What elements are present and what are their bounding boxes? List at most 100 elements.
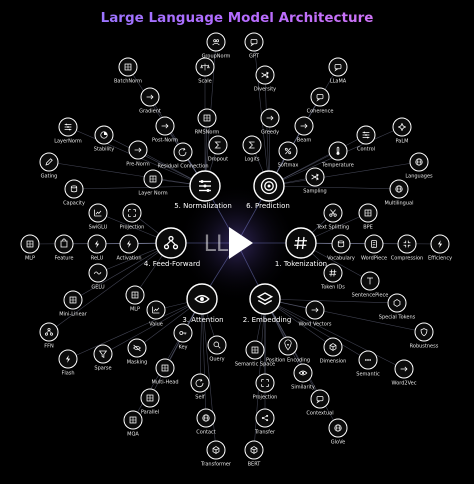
node-gradient[interactable]: Gradient xyxy=(139,87,161,115)
hub-prediction[interactable]: 6. Prediction xyxy=(246,170,290,210)
node-label: WordPiece xyxy=(361,256,387,262)
node-query[interactable]: Query xyxy=(207,335,227,363)
node-value[interactable]: Value xyxy=(146,300,166,328)
node-label: Position Encoding xyxy=(266,358,310,364)
node-stability[interactable]: Stability xyxy=(94,125,115,153)
node-feature[interactable]: Feature xyxy=(54,234,74,262)
node-circle xyxy=(328,57,348,77)
node-parallel[interactable]: Parallel xyxy=(140,388,160,416)
node-bert[interactable]: BERT xyxy=(244,440,264,468)
node-vocabulary[interactable]: Vocabulary xyxy=(327,234,355,262)
node-label: Contact xyxy=(196,430,215,436)
node-flash[interactable]: Flash xyxy=(58,349,78,377)
node-layernorm[interactable]: LayerNorm xyxy=(54,117,82,145)
node-bpe[interactable]: BPE xyxy=(358,203,378,231)
node-transfer[interactable]: Transfer xyxy=(254,408,276,436)
node-multi-head[interactable]: Multi-Head xyxy=(151,358,179,386)
node-word-vectors[interactable]: Word Vectors xyxy=(299,300,332,328)
node-label: Word2Vec xyxy=(392,381,417,387)
node-label: Multilingual xyxy=(385,201,414,207)
node-relu[interactable]: ReLU xyxy=(87,234,107,262)
node-circle xyxy=(207,335,227,355)
node-diversity[interactable]: Diversity xyxy=(254,65,276,93)
node-softmax[interactable]: Softmax xyxy=(278,141,299,169)
node-key[interactable]: Key xyxy=(173,323,193,351)
node-logits[interactable]: Logits xyxy=(242,135,262,163)
bolt-icon xyxy=(126,240,132,248)
node-beam[interactable]: Beam xyxy=(294,116,314,144)
node-text-splitting[interactable]: Text Splitting xyxy=(316,203,349,231)
node-contact[interactable]: Contact xyxy=(196,408,216,436)
node-label: Greedy xyxy=(261,130,279,136)
node-special-tokens[interactable]: Special Tokens xyxy=(379,293,416,321)
node-residual-connection[interactable]: Residual Connection xyxy=(158,142,209,170)
hub-attention[interactable]: 3. Attention xyxy=(182,283,224,324)
node-position-encoding[interactable]: Position Encoding xyxy=(266,336,310,364)
node-coherence[interactable]: Coherence xyxy=(307,87,334,115)
hub-label: 2. Embedding xyxy=(243,316,292,324)
node-robustness[interactable]: Robustness xyxy=(410,322,439,350)
node-rmsnorm[interactable]: RMSNorm xyxy=(195,108,220,136)
node-temperature[interactable]: Temperature xyxy=(321,141,354,169)
hub-tokenization[interactable]: 1. Tokenization xyxy=(275,227,327,268)
node-label: ReLU xyxy=(91,256,104,262)
eye-icon xyxy=(194,294,210,304)
node-sentencepiece[interactable]: SentencePiece xyxy=(352,271,389,299)
node-palm[interactable]: PaLM xyxy=(392,117,412,145)
node-projection[interactable]: Projection xyxy=(253,373,278,401)
node-label: Pre-Norm xyxy=(126,162,150,168)
node-mqa[interactable]: MQA xyxy=(123,410,143,438)
node-masking[interactable]: Masking xyxy=(127,338,148,366)
node-capacity[interactable]: Capacity xyxy=(63,179,85,207)
hub-embedding[interactable]: 2. Embedding xyxy=(243,283,292,324)
node-token-ids[interactable]: Token IDs xyxy=(320,263,345,291)
node-layer-norm[interactable]: Layer Norm xyxy=(138,169,168,197)
node-groupnorm[interactable]: GroupNorm xyxy=(202,32,231,60)
diagram-title: Large Language Model Architecture xyxy=(0,10,474,26)
node-mlp[interactable]: MLP xyxy=(125,285,145,313)
node-label: Coherence xyxy=(307,109,334,115)
node-ffn[interactable]: FFN xyxy=(39,322,59,350)
node-connector xyxy=(268,185,400,190)
node-mini-linear[interactable]: Mini-Linear xyxy=(59,290,88,318)
node-label: Sampling xyxy=(303,189,326,195)
node-mlp[interactable]: MLP xyxy=(20,234,40,262)
node-control[interactable]: Control xyxy=(356,125,376,153)
hub-feed-forward[interactable]: 4. Feed-Forward xyxy=(144,227,200,268)
node-wordpiece[interactable]: WordPiece xyxy=(361,234,387,262)
node-similarity[interactable]: Similarity xyxy=(291,363,315,391)
chat-icon xyxy=(316,94,324,102)
node-semantic-space[interactable]: Semantic Space xyxy=(235,340,275,368)
node-pre-norm[interactable]: Pre-Norm xyxy=(126,140,150,168)
node-dimension[interactable]: Dimension xyxy=(320,337,347,365)
node-efficiency[interactable]: Efficiency xyxy=(428,234,452,262)
node-multilingual[interactable]: Multilingual xyxy=(385,179,414,207)
node-swiglu[interactable]: SwiGLU xyxy=(88,203,108,231)
node-greedy[interactable]: Greedy xyxy=(260,108,280,136)
node-languages[interactable]: Languages xyxy=(405,152,433,180)
node-sampling[interactable]: Sampling xyxy=(303,167,327,195)
node-word2vec[interactable]: Word2Vec xyxy=(392,359,417,387)
hub-normalization[interactable]: 5. Normalization xyxy=(174,170,232,210)
node-compression[interactable]: Compression xyxy=(391,234,423,262)
node-transformer[interactable]: Transformer xyxy=(200,440,232,468)
play-icon[interactable] xyxy=(229,227,253,259)
node-self[interactable]: Self xyxy=(190,373,210,401)
node-contextual[interactable]: Contextual xyxy=(306,389,334,417)
node-batchnorm[interactable]: BatchNorm xyxy=(114,57,142,85)
node-label: MQA xyxy=(127,432,139,438)
node-post-norm[interactable]: Post-Norm xyxy=(152,116,178,144)
node-projection[interactable]: Projection xyxy=(120,203,145,231)
node-activation[interactable]: Activation xyxy=(116,234,142,262)
node-glove[interactable]: GloVe xyxy=(328,418,348,446)
node-circle xyxy=(310,389,330,409)
node-dropout[interactable]: Dropout xyxy=(208,135,228,163)
node-sparse[interactable]: Sparse xyxy=(93,344,113,372)
node-gelu[interactable]: GELU xyxy=(88,263,108,291)
node-llama[interactable]: LLaMA xyxy=(328,57,348,85)
node-gating[interactable]: Gating xyxy=(39,152,59,180)
node-gpt[interactable]: GPT xyxy=(244,32,264,60)
node-scale[interactable]: Scale xyxy=(195,57,215,85)
node-semantic[interactable]: Semantic xyxy=(356,350,380,378)
